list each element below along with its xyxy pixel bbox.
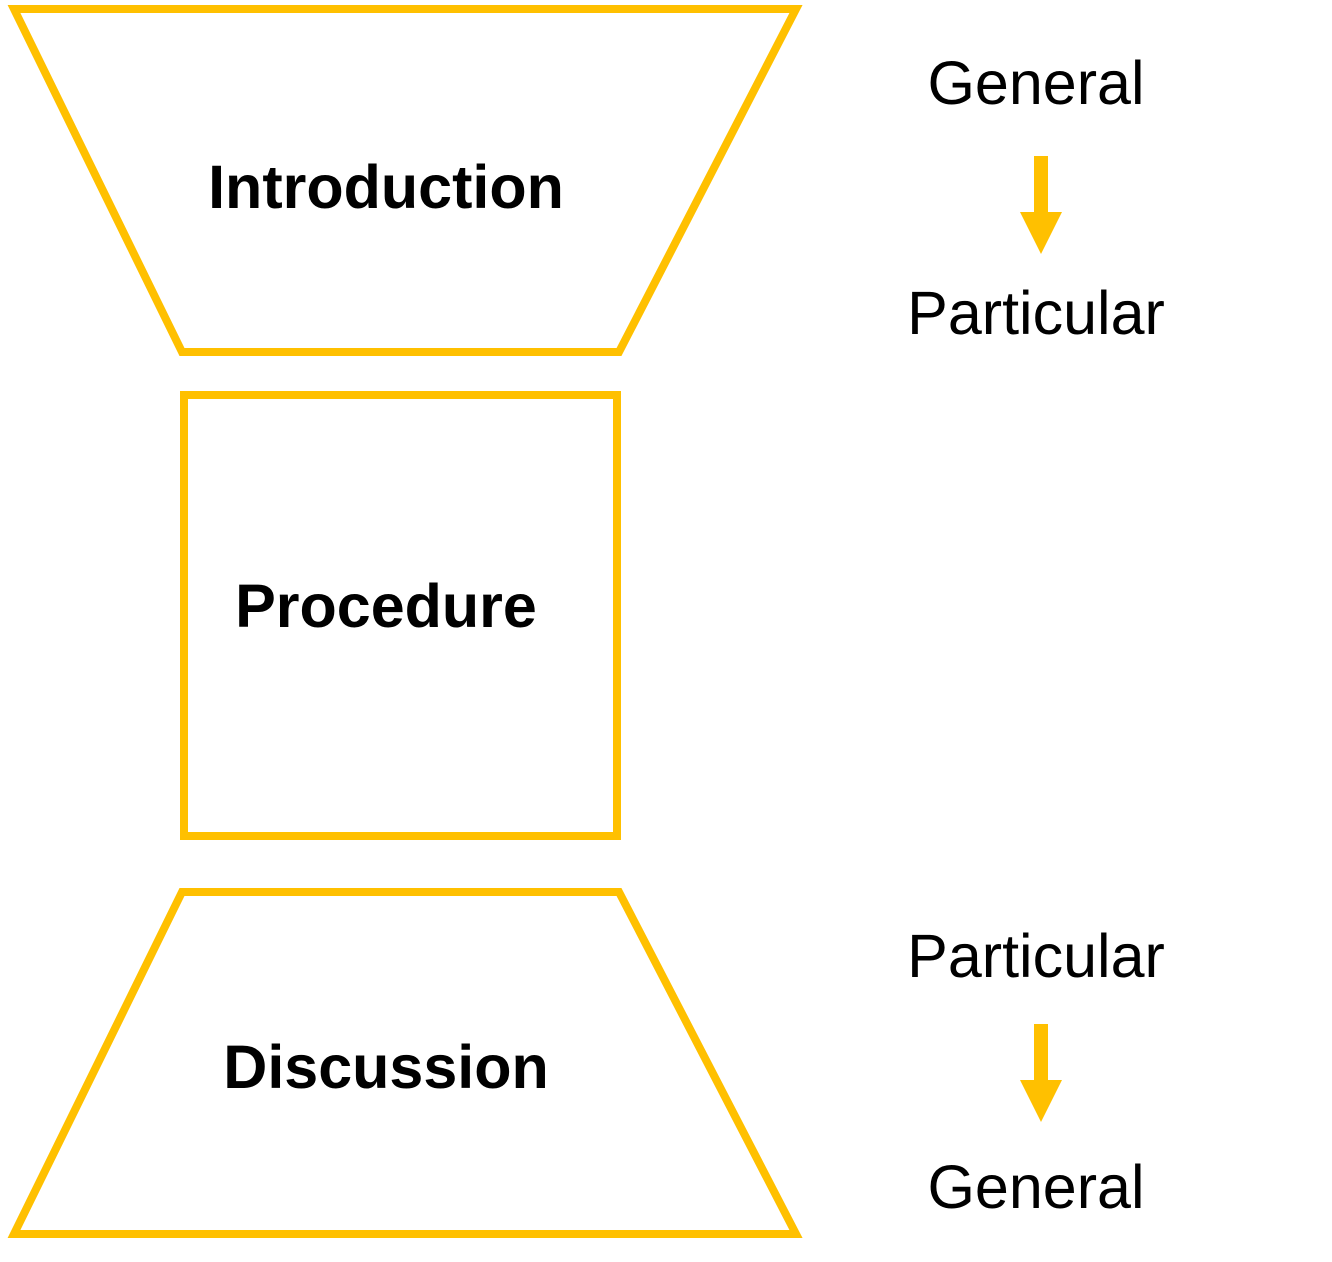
down-arrow-icon [1020, 1024, 1062, 1122]
bottom-flow-from-label: Particular [907, 922, 1165, 990]
discussion-label: Discussion [223, 1033, 548, 1101]
procedure-label: Procedure [235, 572, 537, 640]
top-flow-from-label: General [927, 49, 1144, 117]
top-flow: General Particular [907, 49, 1165, 347]
discussion-trapezoid [7, 888, 803, 1238]
procedure-rectangle [180, 391, 621, 840]
procedure-section: Procedure [180, 391, 621, 840]
introduction-section: Introduction [7, 5, 803, 356]
down-arrow-icon [1020, 156, 1062, 254]
bottom-flow: Particular General [907, 922, 1165, 1221]
top-flow-to-label: Particular [907, 279, 1165, 347]
introduction-trapezoid [7, 5, 803, 356]
discussion-section: Discussion [7, 888, 803, 1238]
bottom-flow-to-label: General [927, 1153, 1144, 1221]
introduction-label: Introduction [208, 153, 564, 221]
